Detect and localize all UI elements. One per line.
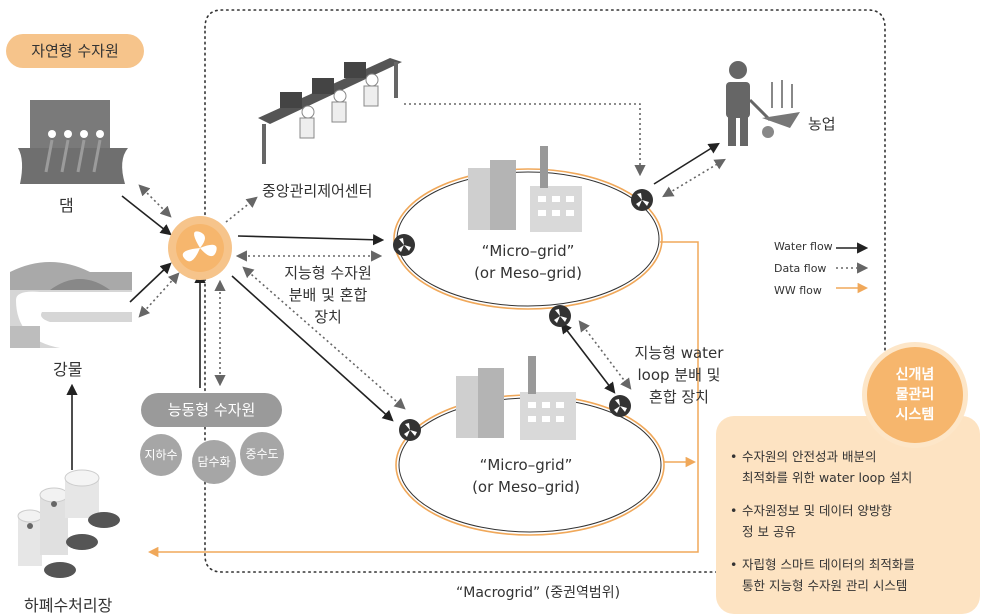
hub-fan-icon	[168, 216, 232, 280]
loop-device-line2: loop 분배 및	[637, 366, 721, 384]
agriculture-label: 농업	[808, 115, 836, 133]
farmer-icon	[726, 61, 800, 146]
dam-label: 댐	[59, 196, 74, 215]
river-icon	[10, 262, 132, 348]
active-item-reuse: 중수도	[240, 432, 284, 476]
data-dam-hub	[138, 184, 172, 218]
microgrid-top-line2: (or Meso–grid)	[474, 264, 582, 282]
control-center-label: 중앙관리제어센터	[262, 182, 373, 200]
feature-1-line1: 수자원의 안전성과 배분의	[742, 449, 877, 464]
legend: Water flow Data flow WW flow	[774, 240, 833, 306]
macrogrid-label: “Macrogrid” (중권역범위)	[456, 585, 621, 601]
feature-item: 수자원의 안전성과 배분의 최적화를 위한 water loop 설치	[730, 446, 974, 488]
microgrid-bottom-label: “Micro–grid” (or Meso–grid)	[446, 454, 606, 498]
active-source-pill: 능동형 수자원	[141, 393, 282, 427]
badge-line2: 물관리	[895, 387, 935, 403]
microgrid-top-ellipse	[393, 168, 663, 310]
macrogrid-boundary	[204, 9, 886, 573]
feature-1-line2: 최적화를 위한 water loop 설치	[742, 470, 913, 485]
arrow-river-to-hub	[129, 262, 172, 303]
smart-device-line2: 분배 및 혼합	[288, 286, 368, 304]
loop-device-line3: 혼합 장치	[649, 388, 709, 406]
microgrid-bottom-line1: “Micro–grid”	[479, 456, 573, 474]
feature-2-line2: 정 보 공유	[742, 524, 796, 539]
data-center-grid	[404, 103, 646, 177]
features-panel: 수자원의 안전성과 배분의 최적화를 위한 water loop 설치 수자원정…	[716, 416, 980, 614]
arrow-loop-vertical	[560, 322, 616, 394]
buildings-bottom-icon	[456, 356, 576, 440]
smart-device-line1: 지능형 수자원	[284, 264, 372, 282]
feature-3-line1: 자립형 스마트 데이터의 최적화를	[742, 557, 915, 572]
data-river-hub	[138, 272, 180, 318]
smart-device-line3: 장치	[314, 308, 342, 326]
smart-device-label: 지능형 수자원 분배 및 혼합 장치	[268, 262, 388, 328]
feature-item: 수자원정보 및 데이터 양방향 정 보 공유	[730, 500, 974, 542]
loop-device-label: 지능형 water loop 분배 및 혼합 장치	[624, 342, 734, 408]
arrow-hub-to-top-grid	[237, 234, 385, 246]
loop-device-line1: 지능형 water	[634, 344, 724, 362]
legend-water: Water flow	[774, 240, 833, 253]
badge-line1: 신개념	[895, 367, 935, 383]
microgrid-bottom-line2: (or Meso–grid)	[472, 478, 580, 496]
data-hub-center	[225, 196, 258, 223]
data-grid-farm	[662, 158, 726, 198]
feature-3-line2: 통한 지능형 수자원 관리 시스템	[742, 578, 908, 593]
buildings-top-icon	[468, 146, 582, 232]
arrow-dam-to-hub	[121, 195, 172, 236]
active-item-groundwater: 지하수	[140, 434, 182, 476]
legend-ww: WW flow	[774, 284, 822, 297]
badge-line3: 시스템	[895, 407, 935, 423]
data-loop	[578, 320, 632, 390]
legend-data: Data flow	[774, 262, 827, 275]
dam-icon	[18, 100, 128, 184]
microgrid-top-line1: “Micro–grid”	[481, 242, 575, 260]
data-hub-bottom-grid	[242, 266, 406, 410]
ww-flow-return	[147, 241, 699, 558]
active-item-desalination: 담수화	[192, 440, 236, 484]
wastewater-label: 하폐수처리장	[24, 596, 113, 615]
natural-source-pill: 자연형 수자원	[6, 34, 144, 68]
river-label: 강물	[53, 360, 83, 379]
control-center-icon	[258, 58, 402, 164]
arrow-grid-to-farm	[653, 142, 720, 185]
feature-2-line1: 수자원정보 및 데이터 양방향	[742, 503, 892, 518]
wastewater-plant-icon	[17, 469, 120, 578]
microgrid-top-label: “Micro–grid” (or Meso–grid)	[448, 240, 608, 284]
feature-item: 자립형 스마트 데이터의 최적화를 통한 지능형 수자원 관리 시스템	[730, 554, 974, 596]
new-concept-badge: 신개념 물관리 시스템	[862, 342, 968, 448]
